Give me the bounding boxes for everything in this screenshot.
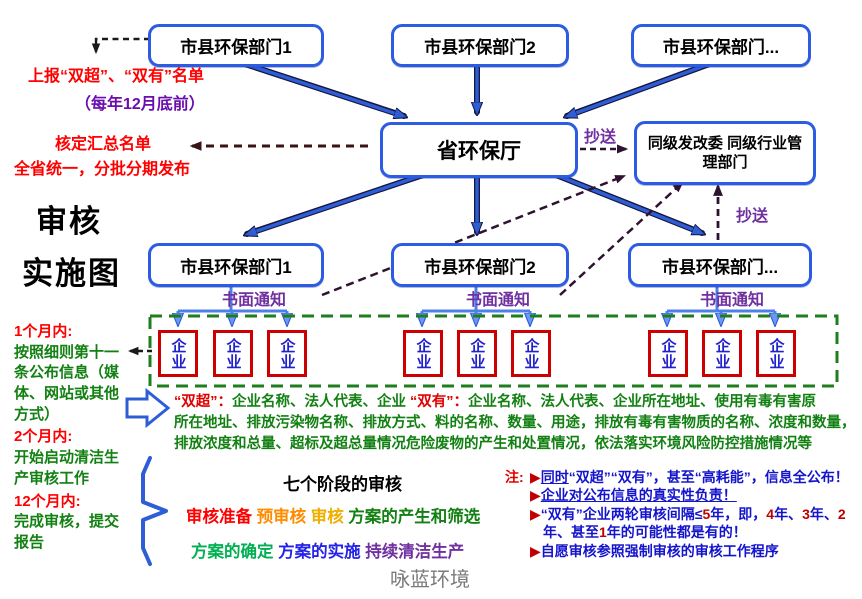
enterprise-box: 企业	[457, 330, 497, 377]
box-city-county-epa-n-mid: 市县环保部门...	[628, 243, 812, 287]
notice-copy-arrow-1	[321, 174, 627, 297]
enterprise-label: 企业	[169, 337, 187, 370]
enterprise-label: 企业	[468, 337, 486, 370]
notice-copy-arrow-2	[559, 181, 684, 296]
box-city-county-epa-1-mid: 市县环保部门1	[148, 243, 324, 287]
notes-block: 注: ▶同时“双超”“双有”，甚至“高耗能”，信息全公布！ ▶企业对公布信息的真…	[505, 468, 862, 560]
timeline-column: 1个月内: 按照细则第十一条公布信息（媒体、网站或其他方式） 2个月内: 开始启…	[14, 320, 128, 554]
enterprise-label: 企业	[414, 337, 432, 370]
box-city-county-epa-1-top: 市县环保部门1	[148, 24, 324, 67]
dashed-arrows	[91, 37, 723, 356]
stages-row-2: 方案的确定 方案的实施 持续清洁生产	[191, 543, 465, 561]
box-city-county-epa-n-top: 市县环保部门...	[631, 24, 811, 67]
enterprise-label: 企业	[659, 337, 677, 370]
timeline-1-label: 1个月内:	[14, 323, 73, 340]
enterprise-box: 企业	[213, 330, 253, 377]
enterprise-box: 企业	[756, 330, 796, 377]
note-line-2: ▶企业对公布信息的真实性负责！	[530, 487, 737, 504]
enterprise-label: 企业	[278, 337, 296, 370]
enterprise-box: 企业	[702, 330, 742, 377]
notes-label: 注:	[505, 469, 524, 485]
diagram-title-line1: 审核	[36, 204, 102, 239]
paragraph-line-2: 所在地址、排放污染物名称、排放方式、料的名称、数量、用途，排放有毒有害物质的名称…	[174, 415, 856, 431]
written-notice-label-3: 书面通知	[700, 292, 765, 309]
enterprise-label: 企业	[522, 337, 540, 370]
enterprise-group-frame	[148, 314, 839, 388]
diagram-title-line2: 实施图	[22, 256, 121, 291]
timeline-2-label: 2个月内:	[14, 428, 73, 446]
dual-lists-paragraph: “双超”：企业名称、法人代表、企业 “双有”：企业名称、法人代表、企业所在地址、…	[174, 392, 862, 455]
written-notice-label-1: 书面通知	[222, 292, 287, 309]
report-list-label: 上报“双超”、“双有”名单	[28, 68, 205, 85]
note-line-4: ▶自愿审核参照强制审核的审核工作程序	[530, 542, 779, 559]
written-notice-label-2: 书面通知	[466, 292, 531, 309]
enterprise-label: 企业	[767, 337, 785, 370]
timeline-1-desc: 按照细则第十一条公布信息（媒体、网站或其他方式）	[14, 343, 120, 423]
enterprise-box: 企业	[403, 330, 443, 377]
enterprise-box: 企业	[158, 330, 198, 377]
watermark: 咏蓝环境	[390, 569, 470, 591]
enterprise-label: 企业	[224, 337, 242, 370]
solid-blue-arrows	[239, 60, 715, 235]
block-arrow-dual-lists	[125, 387, 171, 429]
enterprise-box: 企业	[648, 330, 688, 377]
copy-send-label-2: 抄送	[736, 208, 769, 225]
note-line-1: ▶同时“双超”“双有”，甚至“高耗能”，信息全公布！	[530, 469, 849, 485]
block-arrow-seven-stages	[141, 456, 168, 566]
box-city-county-epa-2-mid: 市县环保部门2	[391, 243, 569, 287]
stages-title: 七个阶段的审核	[283, 475, 402, 494]
copy-send-label-1: 抄送	[584, 129, 617, 146]
box-city-county-epa-2-top: 市县环保部门2	[391, 24, 569, 67]
box-provincial-epa: 省环保厅	[380, 122, 578, 178]
publish-label: 全省统一，分批分期发布	[14, 161, 191, 178]
enterprise-label: 企业	[713, 337, 731, 370]
paragraph-line-3: 排放浓度和总量、超标及超总量情况危险废物的产生和处置情况，依法落实环境风险防控措…	[174, 436, 812, 452]
timeline-2-desc: 开始启动清洁生产审核工作	[14, 449, 120, 487]
timeline-3-label: 12个月内:	[14, 492, 81, 510]
enterprise-box: 企业	[511, 330, 551, 377]
note-line-3: ▶“双有”企业两轮审核间隔≤5年，即，4年、3年、2年、甚至1年的可能性都是有的…	[530, 505, 846, 541]
enterprise-box: 企业	[267, 330, 307, 377]
timeline-3-desc: 完成审核，提交报告	[14, 513, 120, 551]
verify-list-label: 核定汇总名单	[55, 136, 152, 153]
stages-row-1: 审核准备 预审核 审核 方案的产生和筛选	[186, 508, 481, 526]
schedule-label: （每年12月底前）	[75, 96, 205, 113]
paragraph-line-1: “双超”：企业名称、法人代表、企业 “双有”：企业名称、法人代表、企业所在地址、…	[174, 394, 817, 410]
report-dashed-arrow	[91, 37, 150, 55]
box-peer-development-commission: 同级发改委 同级行业管理部门	[634, 121, 816, 185]
